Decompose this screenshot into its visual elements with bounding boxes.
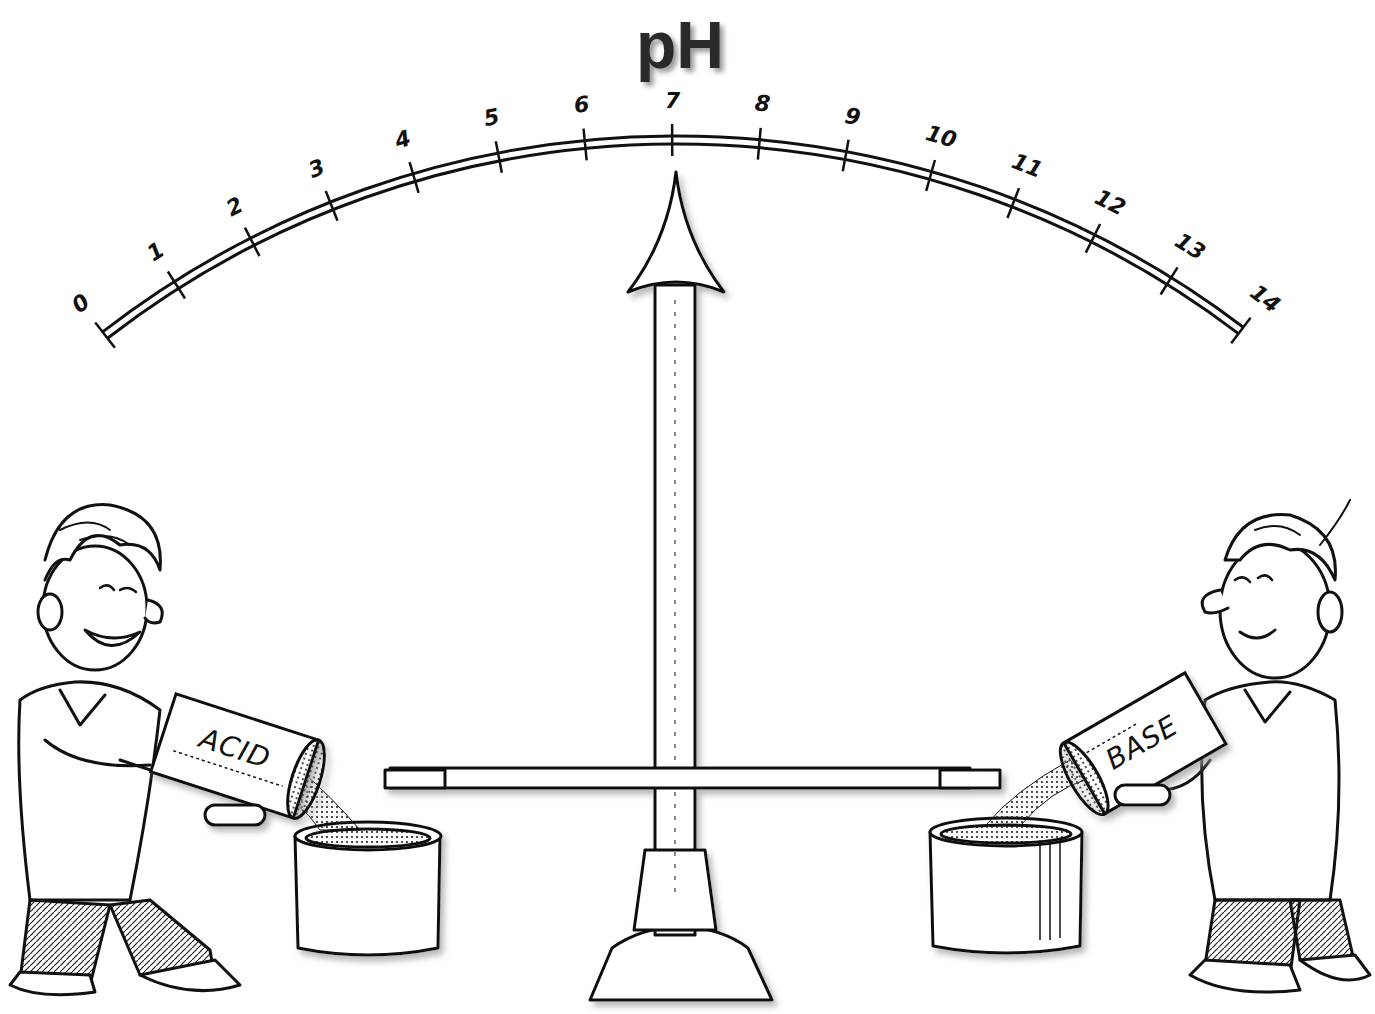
scale-number: 13: [1170, 228, 1209, 265]
scale-arc: [103, 136, 1244, 332]
scale-tick: [168, 271, 185, 298]
scale-number: 6: [573, 91, 591, 117]
scale-number: 5: [481, 104, 501, 131]
scale-number: 3: [305, 154, 328, 183]
scale-number: 8: [754, 91, 771, 117]
scale-number: 4: [392, 125, 414, 153]
scale-tick: [671, 124, 674, 156]
scale-tick: [926, 160, 935, 191]
scale-tick: [843, 140, 849, 171]
scale-number: 9: [843, 103, 863, 130]
scale-number: 7: [664, 87, 679, 112]
scale-number: 0: [67, 289, 94, 318]
scale-tick: [326, 191, 338, 221]
scale-number: 12: [1091, 185, 1130, 221]
scale-tick: [758, 128, 761, 160]
scale-number: 11: [1009, 149, 1047, 183]
scale-arc: [108, 144, 1239, 338]
scale-tick: [1086, 224, 1100, 253]
scale-tick: [496, 141, 502, 172]
scale-number: 1: [142, 237, 168, 266]
scale-tick: [1161, 267, 1178, 294]
scale-number: 14: [1245, 279, 1285, 317]
scale-tick: [1007, 188, 1019, 218]
scale-number: 10: [923, 121, 959, 153]
scale-tick: [410, 162, 419, 193]
scale-title: pH: [636, 7, 724, 83]
scale-tick: [95, 322, 115, 347]
scale-number: 2: [222, 192, 247, 221]
scale-tick: [245, 228, 260, 257]
scale-tick: [1231, 318, 1250, 343]
scale-tick: [584, 129, 587, 161]
